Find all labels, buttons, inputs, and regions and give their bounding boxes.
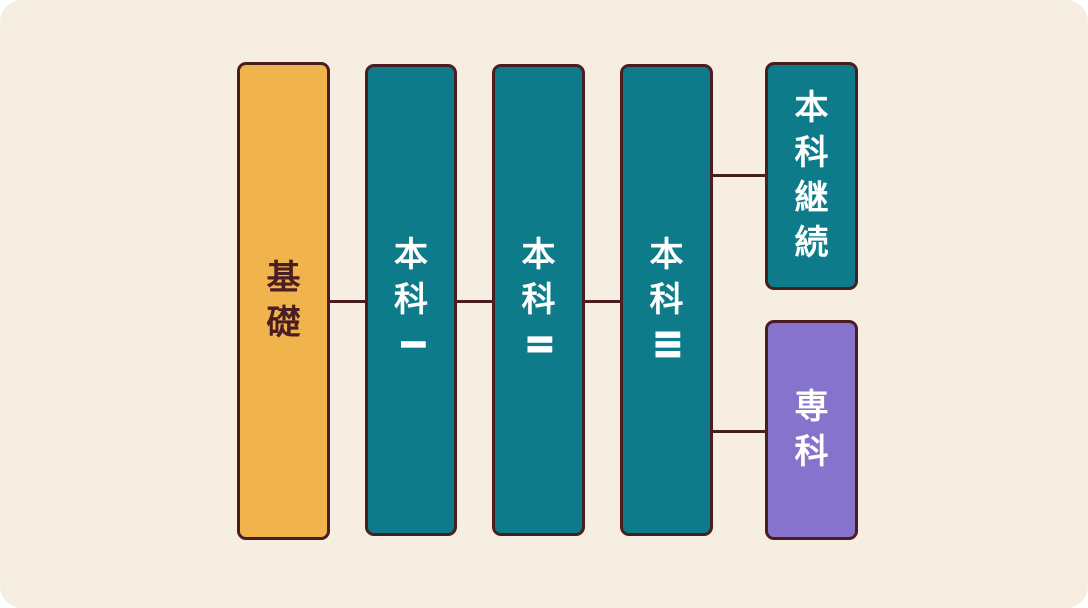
connector-honka1-honka2 [455,300,494,303]
connector-honka3-senka [711,430,767,433]
vertical-char: 科 [394,279,428,320]
vertical-char: 科 [521,279,556,320]
vertical-char: 本 [649,234,684,275]
connector-honka2-honka3 [583,300,622,303]
vertical-char: Ⅲ [646,328,687,361]
vertical-char: 基 [266,258,301,299]
node-senka-label: 専科 [795,385,829,475]
node-kiso: 基礎 [237,62,330,540]
vertical-char: 科 [794,432,829,472]
vertical-char: 本 [794,88,829,129]
vertical-char: 礎 [266,303,301,343]
connector-kiso-honka1 [328,300,367,303]
node-keizoku-label: 本科継続 [795,86,829,266]
node-honka1-label: 本科 Ⅰ [391,233,431,368]
vertical-char: Ⅱ [518,333,559,357]
node-honka2-label: 本科 Ⅱ [519,233,559,368]
node-senka: 専科 [765,320,858,540]
vertical-char: 科 [649,279,684,320]
node-honka1: 本科 Ⅰ [365,64,457,536]
node-keizoku: 本科継続 [765,62,858,290]
node-honka3-label: 本科 Ⅲ [647,233,687,368]
vertical-char: 科 [794,133,829,174]
vertical-char: 本 [521,234,556,275]
vertical-char: 専 [794,387,829,428]
vertical-char: Ⅰ [391,338,432,352]
node-honka3: 本科 Ⅲ [620,64,713,536]
connector-honka3-keizoku [711,174,767,177]
node-kiso-label: 基礎 [267,256,301,346]
node-honka2: 本科 Ⅱ [492,64,585,536]
vertical-char: 続 [794,222,829,263]
vertical-char: 継 [794,178,829,218]
vertical-char: 本 [394,234,428,275]
